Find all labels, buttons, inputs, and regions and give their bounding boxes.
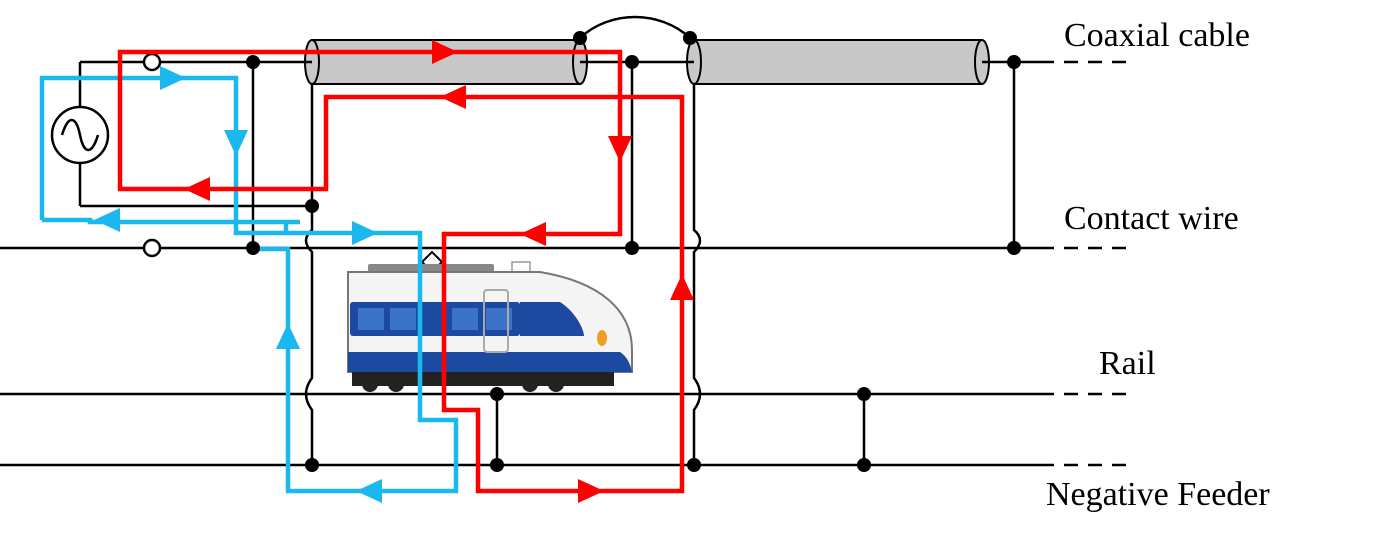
current-arrows-blue <box>94 66 382 503</box>
junction-dots <box>246 31 1021 472</box>
ac-source-icon <box>50 105 110 165</box>
label-rail: Rail <box>1099 345 1156 382</box>
shinkansen-train-icon <box>347 250 633 392</box>
label-coaxial-cable: Coaxial cable <box>1064 17 1250 54</box>
label-contact-wire: Contact wire <box>1064 200 1239 237</box>
current-path-red <box>117 49 685 494</box>
terminals <box>142 52 162 258</box>
label-negative-feeder: Negative Feeder <box>1046 476 1270 513</box>
current-arrows-red <box>184 40 694 503</box>
line-extensions <box>1040 60 1135 467</box>
